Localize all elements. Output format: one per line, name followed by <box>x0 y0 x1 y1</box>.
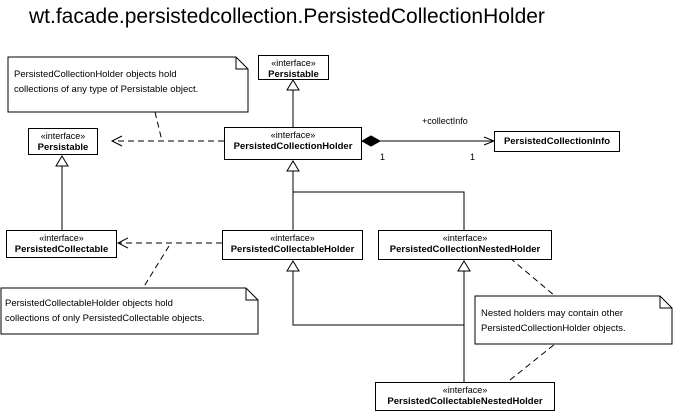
note-collectable: PersistedCollectableHolder objects hold … <box>5 296 205 326</box>
note-holder-line-1: PersistedCollectionHolder objects hold <box>14 69 177 80</box>
association-source-multiplicity: 1 <box>380 152 386 162</box>
note-nested-line-1: Nested holders may contain other <box>481 308 624 319</box>
note-holder: PersistedCollectionHolder objects hold c… <box>14 67 198 97</box>
note-holder-line-2: collections of any type of Persistable o… <box>14 84 199 95</box>
class-persistable-left[interactable]: «interface» Persistable <box>28 128 98 155</box>
note-holder-shape <box>7 56 249 113</box>
note-collectable-shape <box>0 287 259 335</box>
note-nested-shape <box>474 295 673 345</box>
note-nested-line-2: PersistedCollectionHolder objects. <box>481 323 626 334</box>
class-persistable-top[interactable]: «interface» Persistable <box>258 55 329 80</box>
class-persisted-collectable-holder[interactable]: «interface» PersistedCollectableHolder <box>222 230 363 260</box>
gen-to-collection-holder <box>292 191 465 230</box>
association-target-multiplicity: 1 <box>470 152 476 162</box>
association-role-label: +collectInfo <box>422 116 468 126</box>
class-persisted-collection-nested-holder[interactable]: «interface» PersistedCollectionNestedHol… <box>378 230 552 260</box>
class-persisted-collectable-nested-holder[interactable]: «interface» PersistedCollectableNestedHo… <box>375 382 555 411</box>
note-collectable-line-1: PersistedCollectableHolder objects hold <box>5 298 173 309</box>
class-persisted-collectable[interactable]: «interface» PersistedCollectable <box>6 230 117 258</box>
note-collectable-line-2: collections of only PersistedCollectable… <box>5 313 205 324</box>
note-nested: Nested holders may contain other Persist… <box>481 306 626 336</box>
diagram-title: wt.facade.persistedcollection.PersistedC… <box>29 5 545 28</box>
class-persisted-collection-info[interactable]: PersistedCollectionInfo <box>494 131 620 152</box>
class-persisted-collection-holder[interactable]: «interface» PersistedCollectionHolder <box>224 127 362 160</box>
